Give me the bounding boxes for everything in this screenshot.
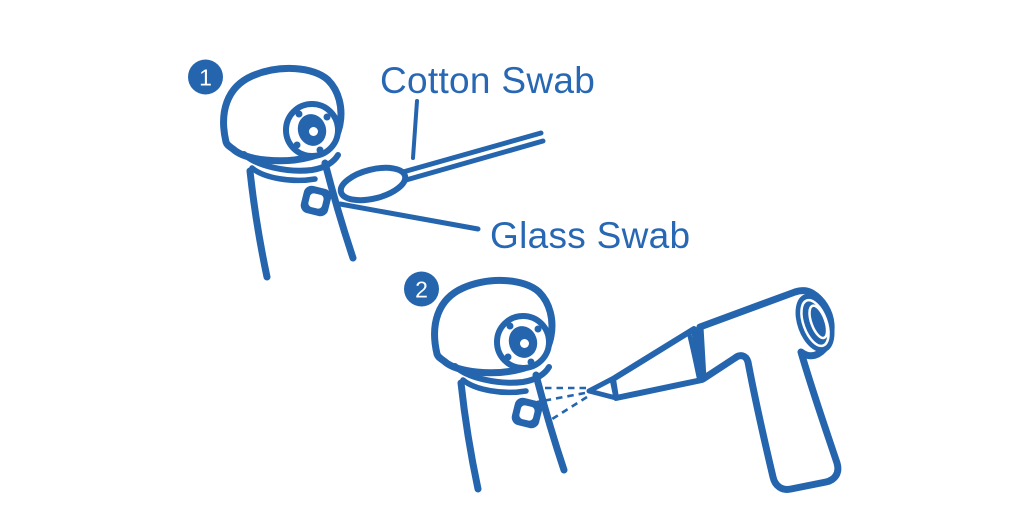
step-2-illustration: 2 xyxy=(404,271,842,493)
air-blower-icon xyxy=(586,287,842,493)
dental-handpiece-icon xyxy=(435,280,564,489)
cotton-swab-leader-line xyxy=(411,99,419,160)
glass-swab-leader-line xyxy=(337,201,481,232)
nozzle-tip-separator xyxy=(610,378,617,399)
air-blower-end-cap xyxy=(795,293,835,353)
swab-stick-lower-line xyxy=(403,138,546,183)
step-1-illustration: 1 Cotton Swab Glass Swab xyxy=(188,59,690,278)
step-1-badge-circle xyxy=(188,59,223,95)
glass-swab-label: Glass Swab xyxy=(490,215,690,256)
step-1-badge: 1 xyxy=(188,59,223,95)
step-2-number: 2 xyxy=(415,277,428,303)
cotton-swab-label: Cotton Swab xyxy=(380,60,595,101)
spray-line-bottom xyxy=(548,395,588,423)
nozzle-joint-band xyxy=(686,330,702,381)
spray-line-middle xyxy=(536,391,586,404)
step-2-badge: 2 xyxy=(404,271,439,307)
dental-handpiece-icon xyxy=(224,68,353,277)
step-1-number: 1 xyxy=(199,65,212,91)
step-2-badge-circle xyxy=(404,271,439,307)
swab-stick-upper-line xyxy=(400,130,544,175)
cotton-swab-icon xyxy=(337,130,546,204)
cotton-tip xyxy=(337,164,409,204)
air-spray-dashes-icon xyxy=(536,386,588,423)
